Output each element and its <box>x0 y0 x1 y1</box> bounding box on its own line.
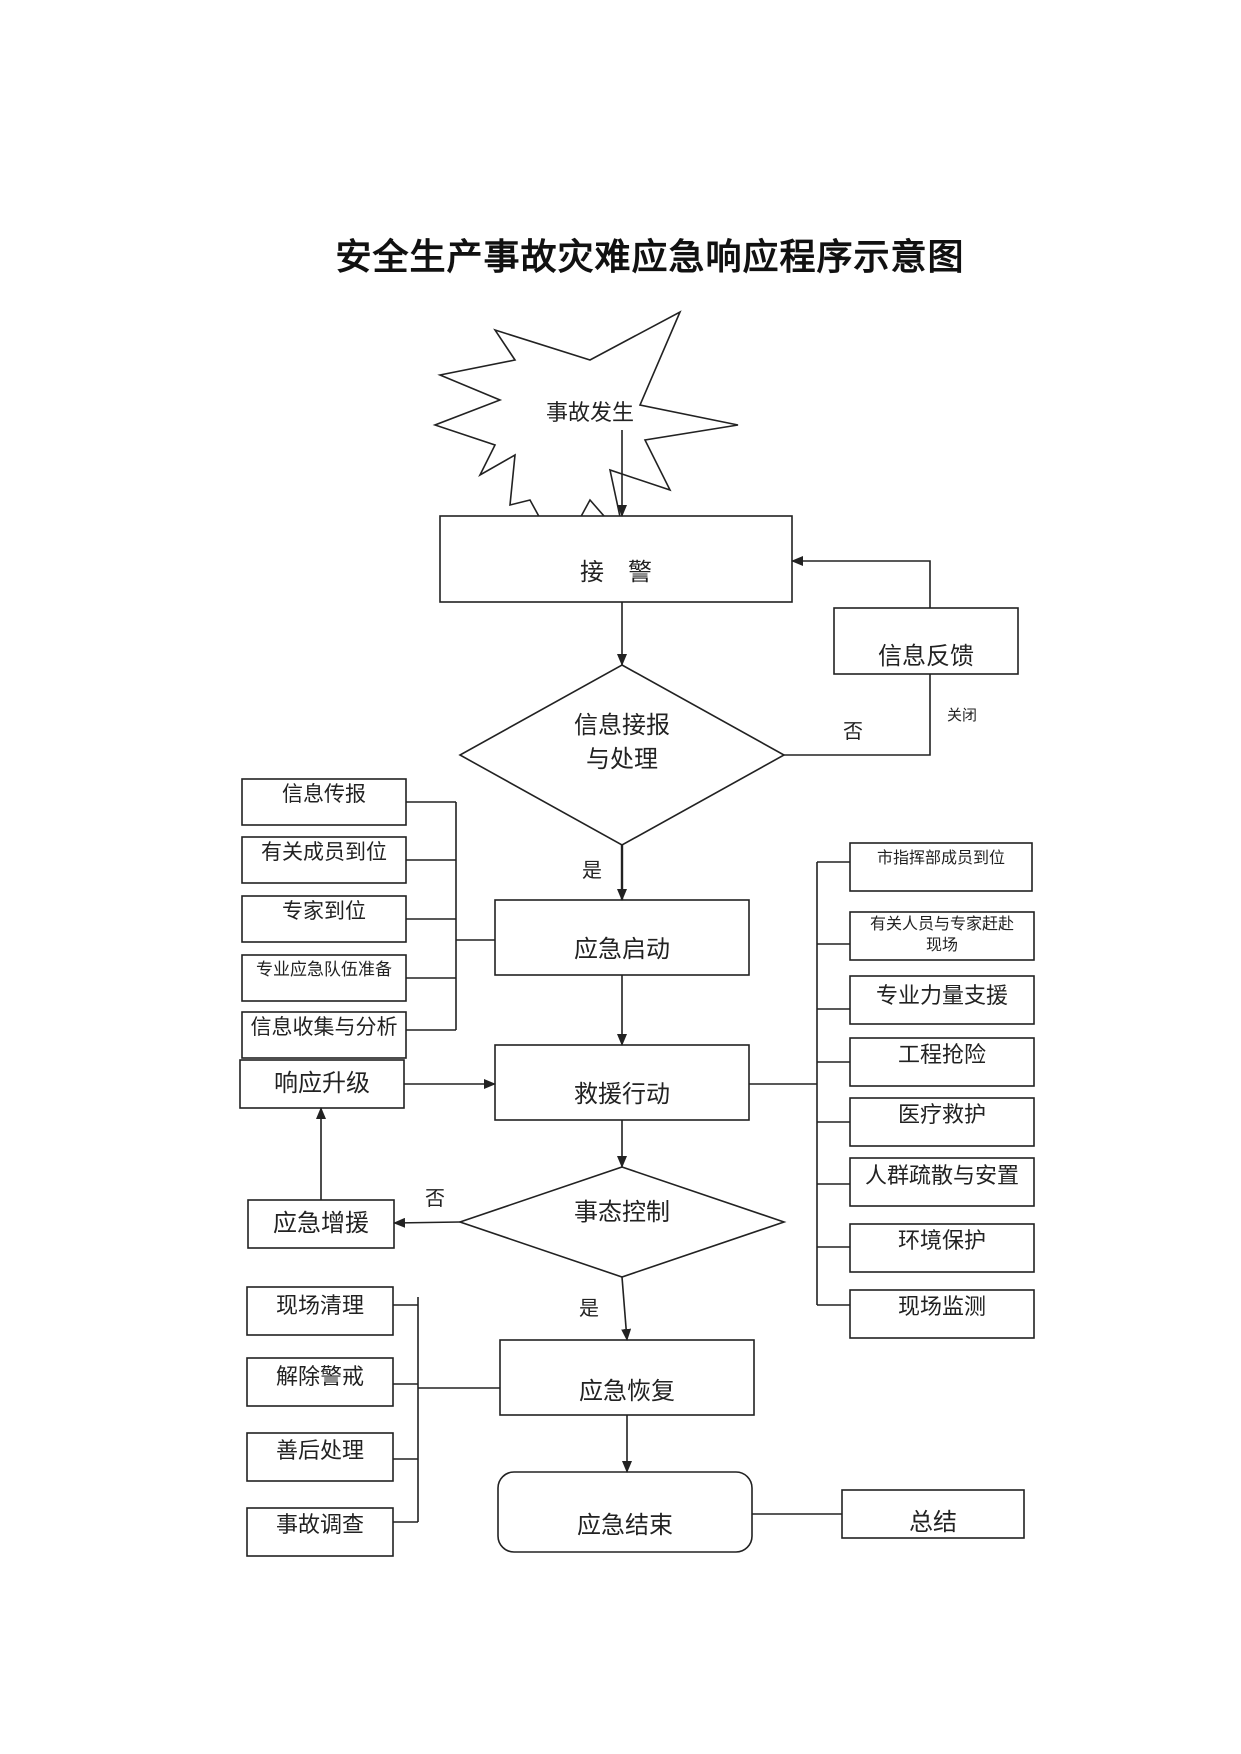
emergency-end-label: 应急结束 <box>577 1511 673 1539</box>
rescue-right-items-label: 医疗救护 <box>898 1103 986 1128</box>
start-left-items-box <box>241 1011 407 1059</box>
yes-edge-label-mid: 是 <box>579 1296 599 1320</box>
no-edge-label-mid: 否 <box>425 1186 445 1210</box>
connector-control-to-recovery <box>621 1276 632 1341</box>
recovery-left-items-label: 解除警戒 <box>276 1365 364 1390</box>
recovery-left-items-box <box>246 1507 394 1557</box>
start-left-items-label: 信息收集与分析 <box>251 1015 398 1039</box>
info-feedback-label: 信息反馈 <box>878 642 974 670</box>
rescue-right-items-box <box>849 1157 1035 1207</box>
rescue-right-items-label: 有关人员与专家赶赴 <box>870 914 1014 933</box>
response-upgrade-label: 响应升级 <box>274 1069 370 1097</box>
summary-label: 总结 <box>909 1508 957 1536</box>
start-left-items-box <box>241 778 407 826</box>
recovery-left-items-label: 善后处理 <box>276 1439 364 1464</box>
rescue-right-items-box <box>849 842 1033 892</box>
situation-control-label: 事态控制 <box>574 1198 670 1226</box>
rescue-right-items-label: 人群疏散与安置 <box>865 1164 1019 1189</box>
rescue-right-items-label: 现场监测 <box>898 1295 986 1320</box>
info-report-label-line2: 与处理 <box>586 745 658 773</box>
emergency-recovery-label: 应急恢复 <box>579 1377 675 1405</box>
rescue-right-items-label: 现场 <box>926 935 958 954</box>
no-edge-label-top: 否 <box>843 719 863 743</box>
yes-edge-label-top: 是 <box>582 858 602 882</box>
info-report-label-line1: 信息接报 <box>574 711 670 739</box>
start-left-items-box <box>241 895 407 943</box>
start-left-items-label: 有关成员到位 <box>261 840 387 864</box>
page-title: 安全生产事故灾难应急响应程序示意图 <box>335 237 965 278</box>
receive-alarm-box <box>439 515 793 603</box>
rescue-right-items-box <box>849 975 1035 1025</box>
recovery-left-items-box <box>246 1286 394 1336</box>
receive-alarm-label: 接 警 <box>580 558 652 586</box>
rescue-right-items-box <box>849 911 1035 961</box>
emergency-recovery-box <box>499 1339 755 1416</box>
start-left-items-box <box>241 954 407 1002</box>
recovery-left-items-label: 事故调查 <box>276 1513 364 1538</box>
accident-label: 事故发生 <box>546 401 634 426</box>
emergency-start-label: 应急启动 <box>574 935 670 963</box>
rescue-right-items-label: 市指挥部成员到位 <box>877 848 1005 867</box>
start-left-items-label: 专家到位 <box>282 899 366 923</box>
rescue-right-items-label: 环境保护 <box>898 1229 986 1254</box>
response-upgrade-box <box>239 1059 405 1109</box>
close-edge-label: 关闭 <box>947 706 977 724</box>
start-left-items-label: 专业应急队伍准备 <box>256 960 392 980</box>
recovery-left-items-box <box>246 1357 394 1407</box>
rescue-side-items: 市指挥部成员到位有关人员与专家赶赴现场专业力量支援工程抢险医疗救护人群疏散与安置… <box>817 842 1035 1339</box>
connector-control-no-to-reinforce <box>393 1217 461 1228</box>
info-feedback-box <box>833 607 1019 675</box>
rescue-right-items-box <box>849 1223 1035 1273</box>
recovery-left-items-label: 现场清理 <box>276 1294 364 1319</box>
rescue-action-label: 救援行动 <box>574 1080 670 1108</box>
emergency-reinforce-label: 应急增援 <box>273 1209 369 1237</box>
rescue-right-items-box <box>849 1097 1035 1147</box>
rescue-right-items-label: 专业力量支援 <box>876 984 1008 1009</box>
recovery-left-items-box <box>246 1432 394 1482</box>
start-left-items-label: 信息传报 <box>282 782 366 806</box>
connector-report-no-to-feedback <box>784 674 931 756</box>
connector-feedback-to-alarm <box>791 556 931 608</box>
rescue-right-items-box <box>849 1289 1035 1339</box>
rescue-right-items-label: 工程抢险 <box>898 1043 986 1068</box>
